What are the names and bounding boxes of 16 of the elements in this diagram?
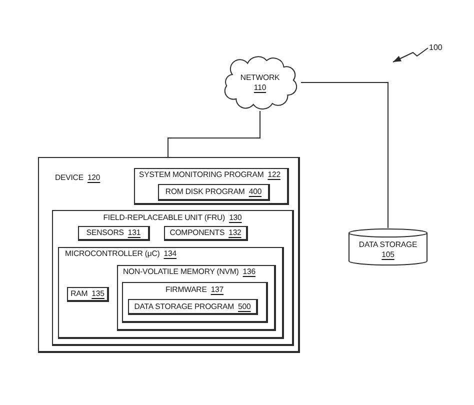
component-box	[164, 226, 248, 241]
program-box	[134, 168, 289, 205]
unit-box	[52, 210, 294, 346]
program-box	[128, 299, 258, 315]
memory-box	[67, 287, 109, 302]
sensor-box	[78, 226, 150, 241]
reference-numeral: 100	[429, 43, 442, 53]
leader-arrow	[392, 48, 428, 62]
connector-line	[168, 110, 260, 158]
connector-line	[300, 82, 388, 228]
device-box	[38, 157, 300, 353]
microcontroller-box	[58, 247, 284, 339]
storage-cylinder	[348, 228, 428, 266]
memory-box	[117, 265, 276, 331]
firmware-box	[122, 282, 268, 323]
program-box	[158, 184, 270, 201]
